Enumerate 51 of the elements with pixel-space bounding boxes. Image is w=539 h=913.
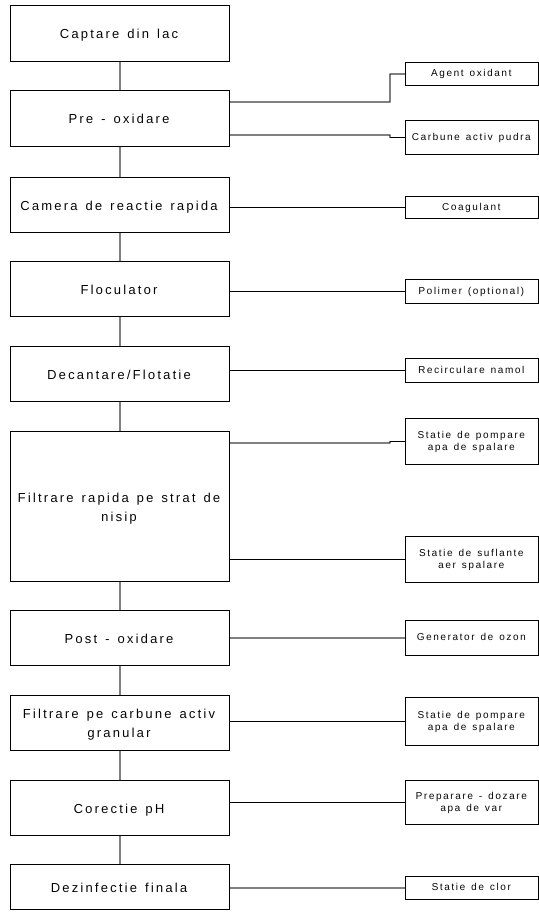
connector-line bbox=[230, 207, 406, 208]
process-box bbox=[10, 610, 230, 666]
process-box bbox=[10, 177, 230, 233]
connector-line bbox=[230, 802, 406, 803]
node-label: Captare din lac bbox=[58, 25, 182, 43]
input-box bbox=[405, 62, 539, 86]
node-label: Post - oxidare bbox=[63, 630, 176, 648]
node-label: Recirculare namol bbox=[417, 364, 527, 376]
node-label: Pre - oxidare bbox=[67, 110, 173, 128]
connector-line bbox=[230, 721, 406, 722]
node-label: Preparare - dozare apa de var bbox=[414, 790, 530, 814]
connector-line bbox=[230, 134, 406, 138]
process-box bbox=[10, 864, 230, 910]
connector-line bbox=[230, 370, 406, 371]
node-label: Carbune activ pudra bbox=[410, 132, 534, 144]
process-box bbox=[10, 5, 230, 62]
node-label: Camera de reactie rapida bbox=[19, 196, 221, 214]
node-label: Statie de pompare apa de spalare bbox=[416, 430, 528, 454]
input-box bbox=[405, 697, 539, 746]
node-label: Decantare/Flotatie bbox=[46, 366, 194, 384]
input-box bbox=[405, 196, 539, 219]
node-label: Statie de clor bbox=[430, 882, 514, 894]
input-box bbox=[405, 620, 539, 656]
node-label: Dezinfectie finala bbox=[50, 878, 190, 896]
node-label: Polimer (optional) bbox=[417, 286, 527, 298]
input-box bbox=[405, 418, 539, 465]
input-box bbox=[405, 780, 539, 825]
node-label: Agent oxidant bbox=[430, 68, 514, 80]
process-box bbox=[10, 261, 230, 317]
input-box bbox=[405, 876, 539, 900]
process-box bbox=[10, 780, 230, 836]
node-label: Generator de ozon bbox=[416, 632, 528, 644]
node-label: Filtrare pe carbune activ granular bbox=[22, 705, 218, 742]
connector-line bbox=[230, 74, 406, 102]
process-box bbox=[10, 90, 230, 147]
process-box bbox=[10, 346, 230, 402]
node-label: Corectie pH bbox=[72, 800, 168, 818]
node-label: Statie de pompare apa de spalare bbox=[416, 710, 528, 734]
connector-line bbox=[230, 291, 406, 292]
process-box bbox=[10, 431, 230, 582]
connector-line bbox=[230, 559, 406, 560]
node-label: Coagulant bbox=[441, 202, 503, 214]
node-label: Floculator bbox=[79, 280, 161, 298]
process-box bbox=[10, 695, 230, 751]
input-box bbox=[405, 358, 539, 383]
node-label: Statie de suflante aer spalare bbox=[418, 548, 526, 572]
input-box bbox=[405, 120, 539, 155]
input-box bbox=[405, 279, 539, 304]
input-box bbox=[405, 536, 539, 583]
connector-line bbox=[230, 441, 406, 444]
node-label: Filtrare rapida pe strat de nisip bbox=[16, 488, 224, 526]
